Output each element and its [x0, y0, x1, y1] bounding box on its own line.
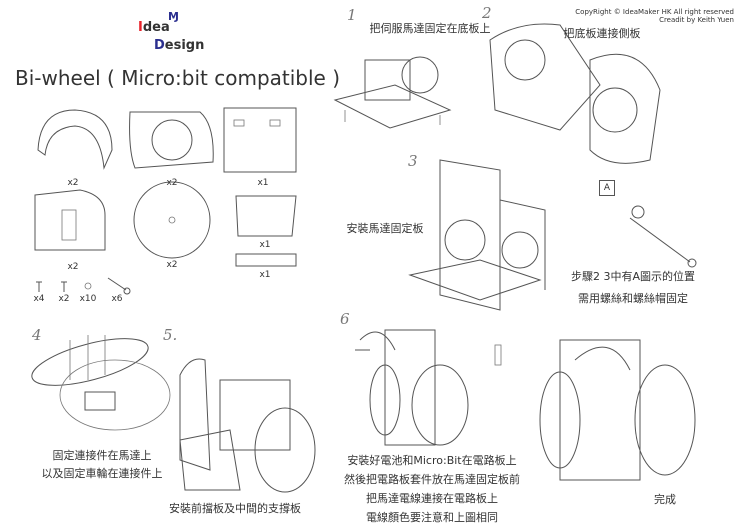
step6-instruction-line: 把馬達電線連接在電路板上: [366, 492, 498, 505]
screw-count: x10: [79, 294, 97, 304]
note-line: 步驟2 3中有A圖示的位置: [570, 270, 696, 283]
part-count: x2: [67, 178, 79, 188]
step5-instruction: 安裝前擋板及中間的支撐板: [169, 502, 301, 515]
step6-instruction-line: 然後把電路板套件放在馬達固定板前: [344, 473, 520, 486]
part-base-plate: [223, 107, 297, 173]
step3-sketch: [408, 159, 546, 311]
part-side-ring: [37, 109, 113, 170]
step2-instruction: 把底板連接側板: [563, 27, 641, 40]
part-count: x1: [259, 270, 271, 280]
screw-icons: [36, 277, 131, 295]
step4-sketch: [31, 335, 171, 431]
step-number: 4: [32, 326, 42, 344]
credit-line: Creadit by Keith Yuen: [659, 16, 734, 24]
part-front-bar: [235, 253, 297, 267]
step5-sketch: [179, 358, 316, 493]
screw-count: x2: [58, 294, 70, 304]
screw-nut-detail: [629, 205, 697, 268]
step4-instruction-line: 以及固定車輪在連接件上: [41, 467, 163, 480]
marker-a-box: A: [599, 180, 615, 196]
step-number: 5.: [163, 326, 178, 344]
page-title: Bi-wheel ( Micro:bit compatible ): [15, 66, 341, 90]
part-wheel: [133, 181, 211, 259]
final-sketch: [539, 339, 696, 481]
final-label: 完成: [654, 493, 676, 506]
step2-sketch: [489, 23, 661, 164]
step1-sketch: [333, 56, 452, 129]
step-number: 1: [347, 6, 357, 24]
part-middle-plate: [235, 195, 297, 237]
part-count: x2: [166, 260, 178, 270]
step6-sketch: [355, 329, 502, 446]
part-count: x2: [166, 178, 178, 188]
step6-instruction-line: 安裝好電池和Micro:Bit在電路板上: [347, 454, 517, 467]
step-number: 6: [340, 310, 350, 328]
screw-count: x6: [111, 294, 123, 304]
note-line: 需用螺絲和螺絲帽固定: [578, 292, 688, 305]
ideamaker-logo: Idea Ɱ Design: [138, 10, 205, 53]
step1-instruction: 把伺服馬達固定在底板上: [369, 22, 491, 35]
screw-count: x4: [33, 294, 45, 304]
step4-instruction-line: 固定連接件在馬達上: [52, 449, 152, 462]
step-number: 2: [482, 4, 492, 22]
copyright-line: CopyRight © IdeaMaker HK All right reser…: [575, 8, 734, 16]
part-count: x2: [67, 262, 79, 272]
copyright: CopyRight © IdeaMaker HK All right reser…: [575, 8, 734, 24]
part-motor-plate: [34, 189, 106, 251]
part-count: x1: [259, 240, 271, 250]
part-count: x1: [257, 178, 269, 188]
step3-instruction: 安裝馬達固定板: [346, 222, 424, 235]
step6-instruction-line: 電線顏色要注意和上圖相同: [366, 511, 498, 524]
part-side-panel: [129, 111, 214, 169]
step-number: 3: [408, 152, 418, 170]
